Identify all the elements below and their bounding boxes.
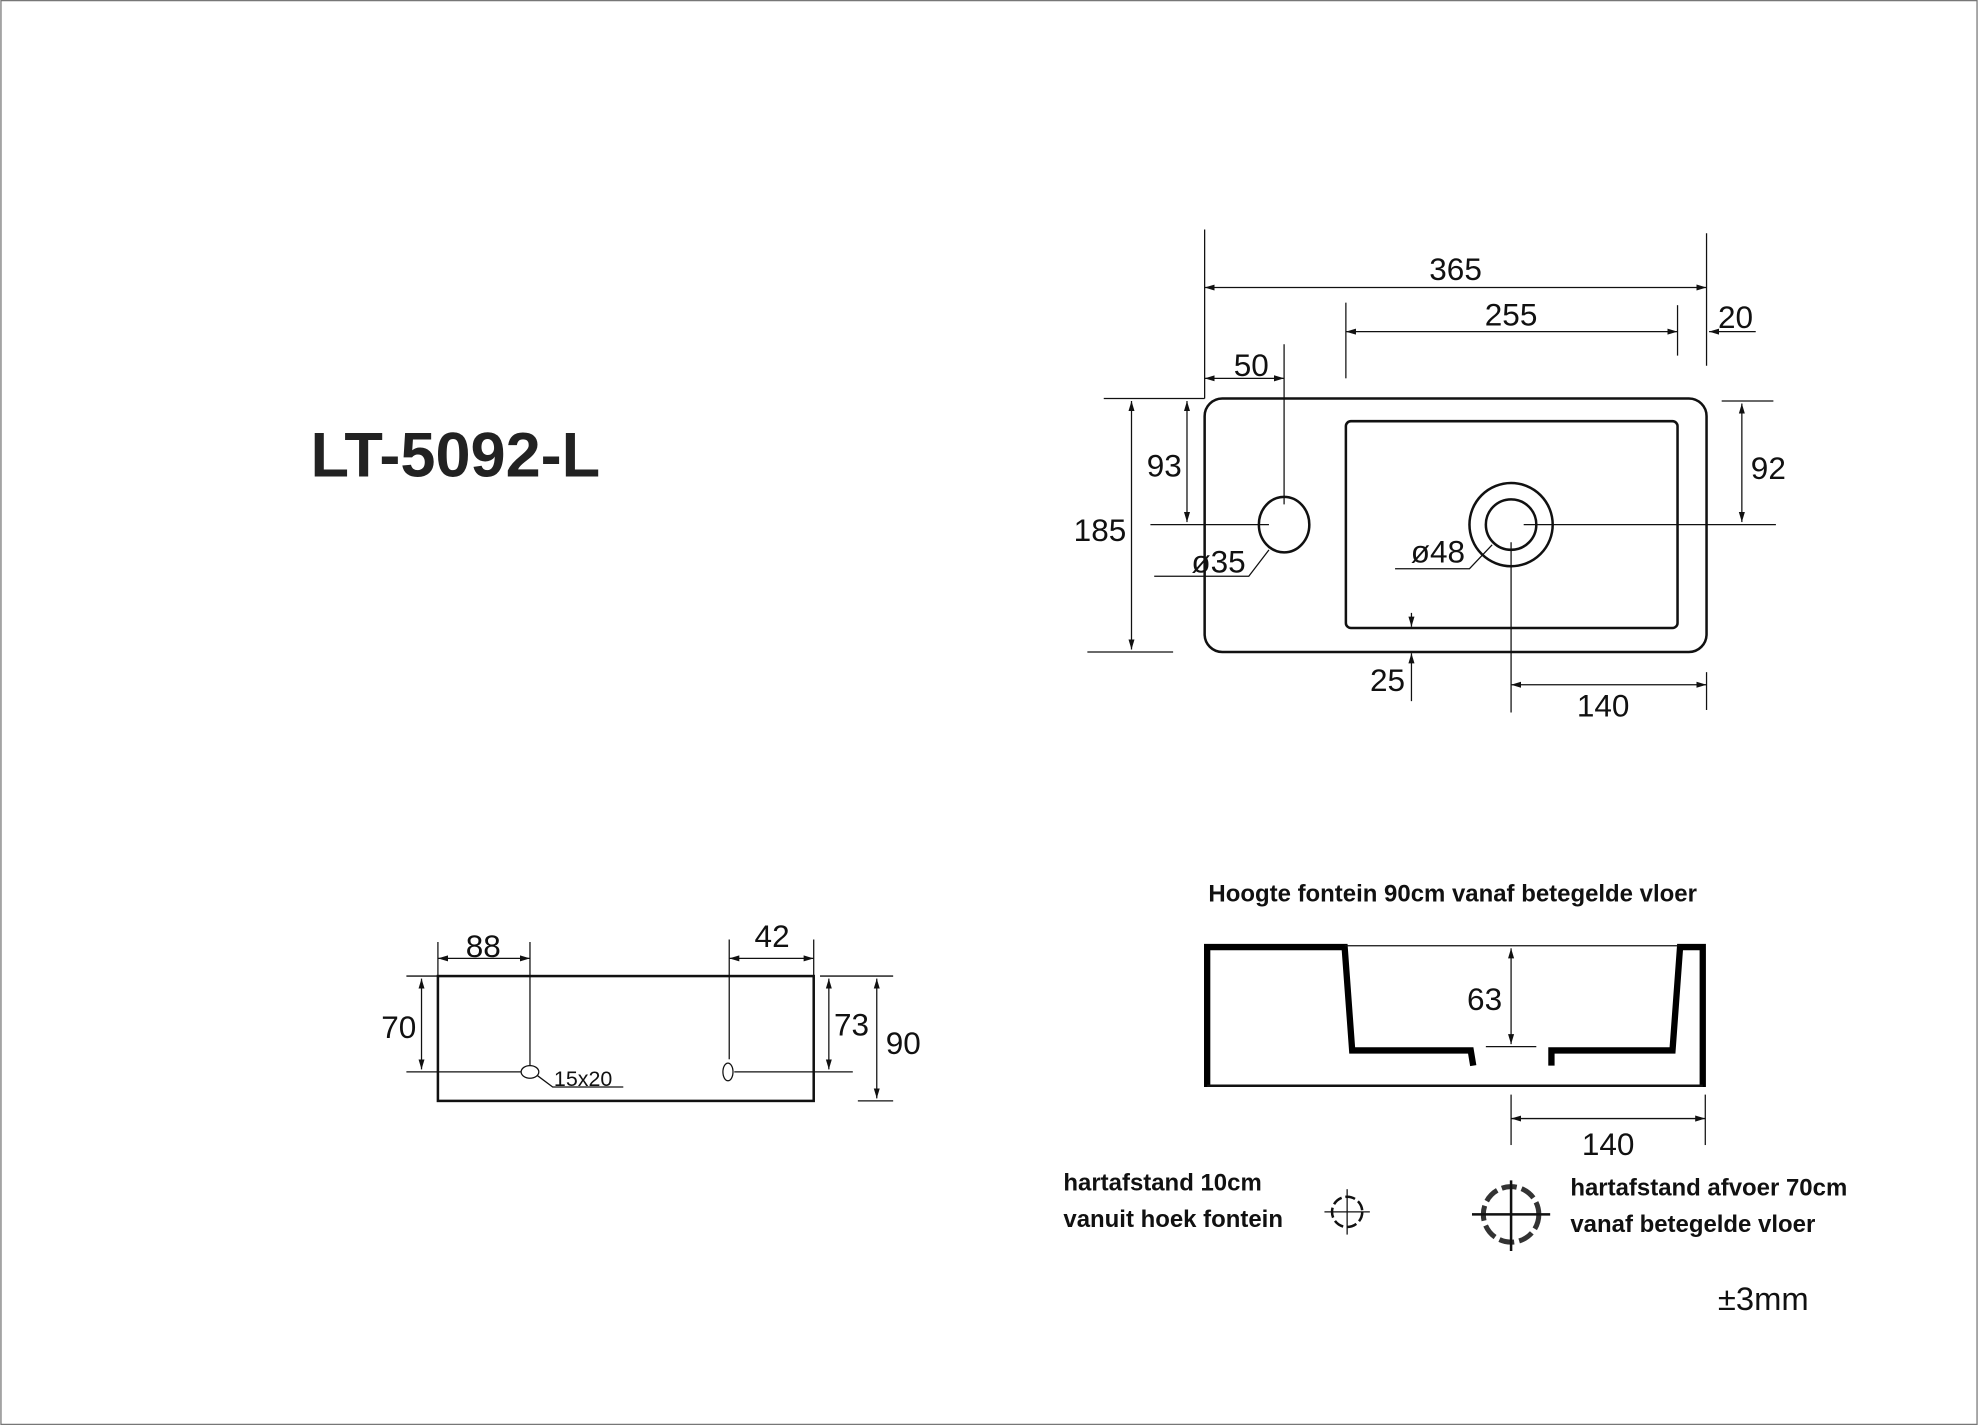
- slot-hole: [520, 1064, 540, 1079]
- large-crosshair-icon: [1471, 1180, 1551, 1251]
- small-crosshair-icon: [1324, 1189, 1370, 1235]
- dim-drain-diameter: ø48: [1411, 533, 1465, 569]
- dim-92: 92: [1751, 450, 1786, 486]
- model-title: LT-5092-L: [311, 421, 601, 491]
- dim-185: 185: [1074, 512, 1127, 548]
- tap-note-line2: vanuit hoek fontein: [1063, 1206, 1283, 1233]
- dim-93: 93: [1147, 448, 1182, 484]
- small-slot: [722, 1062, 734, 1082]
- dim-90: 90: [886, 1025, 921, 1061]
- section-outline: [1204, 943, 1477, 1088]
- dim-255: 255: [1485, 296, 1538, 332]
- section-view: Hoogte fontein 90cm vanaf betegelde vloe…: [1204, 881, 1706, 1162]
- height-heading: Hoogte fontein 90cm vanaf betegelde vloe…: [1208, 881, 1697, 908]
- back-panel-outline: [436, 974, 815, 1103]
- tolerance: ±3mm: [1718, 1280, 1809, 1317]
- dim-140-top: 140: [1577, 687, 1630, 723]
- notes: hartafstand 10cm vanuit hoek fontein har…: [1063, 1169, 1847, 1317]
- side-view: 15x20 88 42 70 73 90: [381, 918, 921, 1103]
- dim-365: 365: [1429, 251, 1482, 287]
- tap-note-line1: hartafstand 10cm: [1063, 1169, 1261, 1196]
- dim-slot: 15x20: [554, 1067, 612, 1091]
- dim-63: 63: [1467, 981, 1502, 1017]
- dim-42: 42: [755, 918, 790, 954]
- dim-20: 20: [1718, 299, 1753, 335]
- top-view: 365 255 20 50 185 93 92 ø35 ø48: [1074, 229, 1786, 723]
- dim-140-section: 140: [1582, 1126, 1635, 1162]
- dim-25: 25: [1370, 662, 1405, 698]
- dim-70: 70: [381, 1009, 416, 1045]
- drain-note-line1: hartafstand afvoer 70cm: [1570, 1174, 1847, 1201]
- drain-note-line2: vanaf betegelde vloer: [1570, 1211, 1815, 1238]
- dim-73: 73: [834, 1006, 869, 1042]
- dim-tap-diameter: ø35: [1191, 544, 1245, 580]
- dim-50: 50: [1234, 347, 1269, 383]
- dim-88: 88: [466, 928, 501, 964]
